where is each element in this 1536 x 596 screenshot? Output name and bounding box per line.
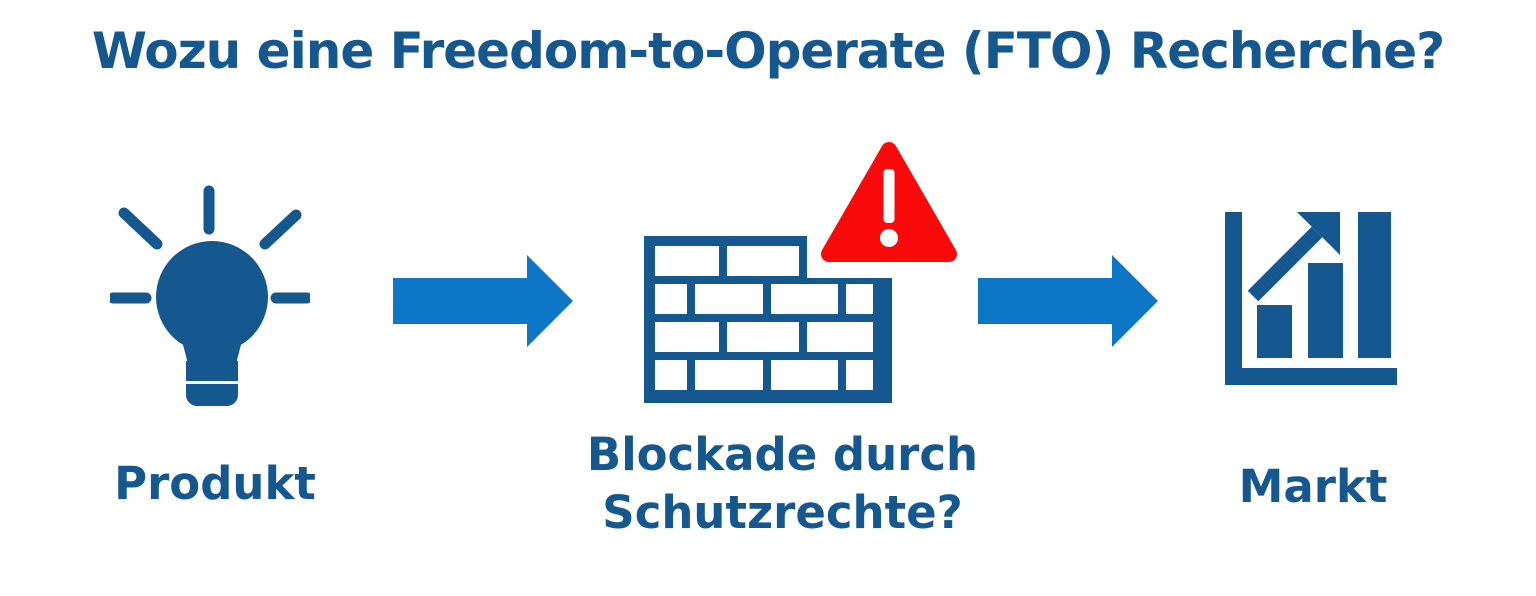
warning-triangle-icon [820,141,958,263]
bar-chart-growth-icon [1225,212,1397,385]
step-label-markt: Markt [1238,460,1388,513]
right-arrow-icon [393,255,573,347]
step-label-blockade: Blockade durch Schutzrechte? [540,426,1025,541]
step-label-blockade-line1: Blockade durch [586,428,979,481]
step-label-produkt: Produkt [114,457,316,510]
brick-wall-icon [644,236,892,403]
lightbulb-icon [110,185,310,410]
page-title: Wozu eine Freedom-to-Operate (FTO) Reche… [91,22,1445,80]
right-arrow-icon [978,255,1158,347]
step-label-blockade-line2: Schutzrechte? [602,485,963,539]
